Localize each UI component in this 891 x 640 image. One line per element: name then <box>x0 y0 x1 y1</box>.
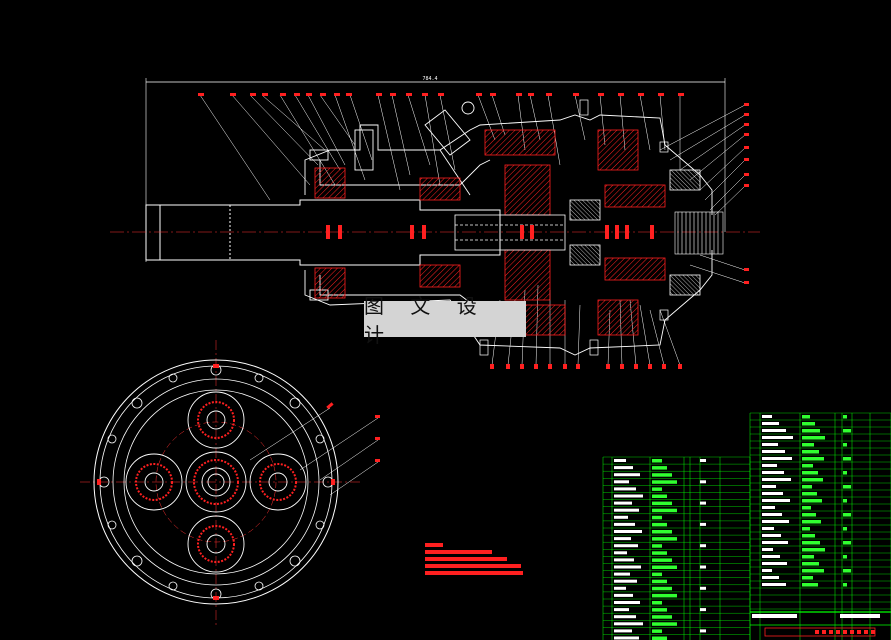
balloon-leaders-right <box>659 104 746 284</box>
main-shaft <box>145 199 501 266</box>
flange-bolt-marks <box>97 364 335 600</box>
sun-shaft <box>454 214 566 251</box>
shaft-markers <box>326 225 654 239</box>
sun-gear <box>185 451 247 513</box>
end-view <box>80 340 380 625</box>
balloon-ticks-top <box>198 93 684 96</box>
bolts <box>479 99 669 356</box>
planet-gears <box>125 391 307 573</box>
section-view: 784.4 <box>110 76 760 369</box>
technical-notes <box>425 543 523 575</box>
parts-list <box>602 412 891 640</box>
output-spline <box>674 211 724 255</box>
flange-bolt-holes <box>98 364 334 600</box>
watermark: 图 文 设 计 <box>364 294 526 347</box>
section-hatching <box>314 129 701 336</box>
overall-dimension-text: 784.4 <box>422 76 437 82</box>
